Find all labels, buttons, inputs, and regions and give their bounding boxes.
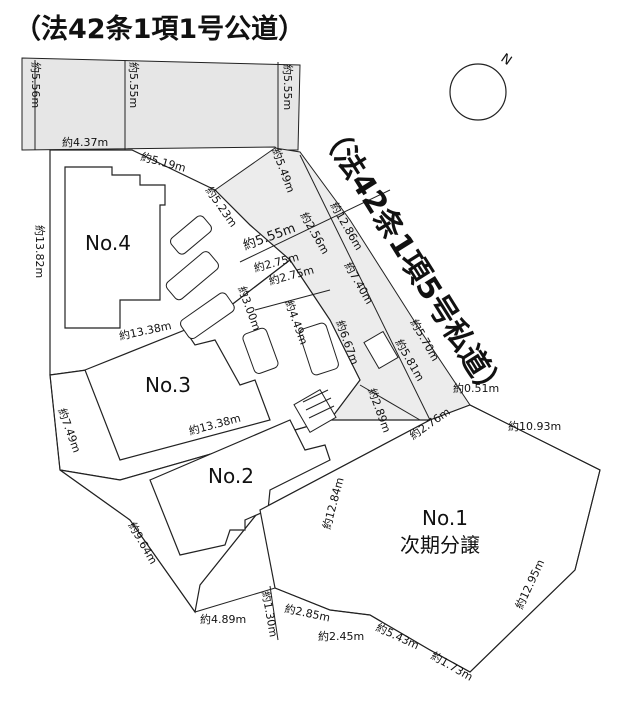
lot-label-no1: No.1 bbox=[422, 506, 468, 530]
lot-label-no4: No.4 bbox=[85, 231, 131, 255]
dim-label: 約13.82m bbox=[33, 225, 47, 278]
dim-label: 約4.89m bbox=[200, 612, 246, 626]
steps bbox=[293, 330, 399, 434]
dim-label: 約4.37m bbox=[62, 135, 108, 149]
parking-cars bbox=[165, 215, 339, 376]
lot-label-no3: No.3 bbox=[145, 373, 191, 397]
compass: N bbox=[449, 51, 515, 121]
house-no4 bbox=[64, 166, 166, 329]
dim-label: 約2.45m bbox=[318, 629, 364, 643]
lot-label-no2: No.2 bbox=[208, 464, 254, 488]
compass-label: N bbox=[498, 51, 515, 69]
public-road-label: （法42条1項1号公道） bbox=[14, 13, 305, 45]
lot-label-no1-sub: 次期分譲 bbox=[400, 533, 480, 557]
north-arrow-icon bbox=[470, 72, 490, 112]
site-boundary bbox=[49, 150, 601, 673]
dim-label: 約1.30m bbox=[259, 590, 281, 638]
dim-label: 約10.93m bbox=[508, 419, 561, 433]
dim-label: 約5.55m bbox=[281, 64, 295, 110]
dim-label: 約5.55m bbox=[127, 62, 141, 108]
dimension-lines bbox=[34, 60, 431, 641]
dim-label: 約5.56m bbox=[29, 62, 43, 108]
dim-label: 約0.51m bbox=[453, 381, 499, 395]
compass-circle bbox=[449, 63, 507, 121]
